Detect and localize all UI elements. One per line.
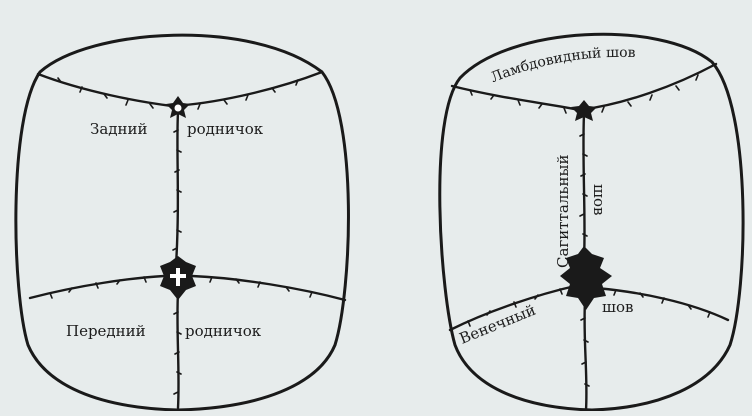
posterior-fontanelle-label-left: Задний [90,120,148,138]
left-anterior-fontanelle [160,256,196,300]
right-suture-serrations [468,75,710,386]
left-skull-diagram: Задний родничок Передний родничок [16,35,349,410]
right-sagittal-suture [583,114,584,258]
anterior-fontanelle-label-left: Передний [66,322,146,340]
right-skull-outline [440,34,743,410]
left-skull-outline [16,35,349,410]
coronal-suture-label-right: шов [602,298,633,316]
left-frontal-suture [177,292,178,408]
left-sagittal-suture [176,112,178,265]
posterior-fontanelle-label-right: родничок [187,120,264,138]
lambdoid-suture-label: Ламбдовидный шов [488,45,635,86]
right-skull-diagram: Ламбдовидный шов Сагиттальный шов Венечн… [440,34,743,410]
sagittal-suture-label: Сагиттальный [554,155,572,268]
anterior-fontanelle-label-right: родничок [185,322,262,340]
right-frontal-suture [585,300,587,410]
sagittal-suture-label-2: шов [590,184,608,215]
